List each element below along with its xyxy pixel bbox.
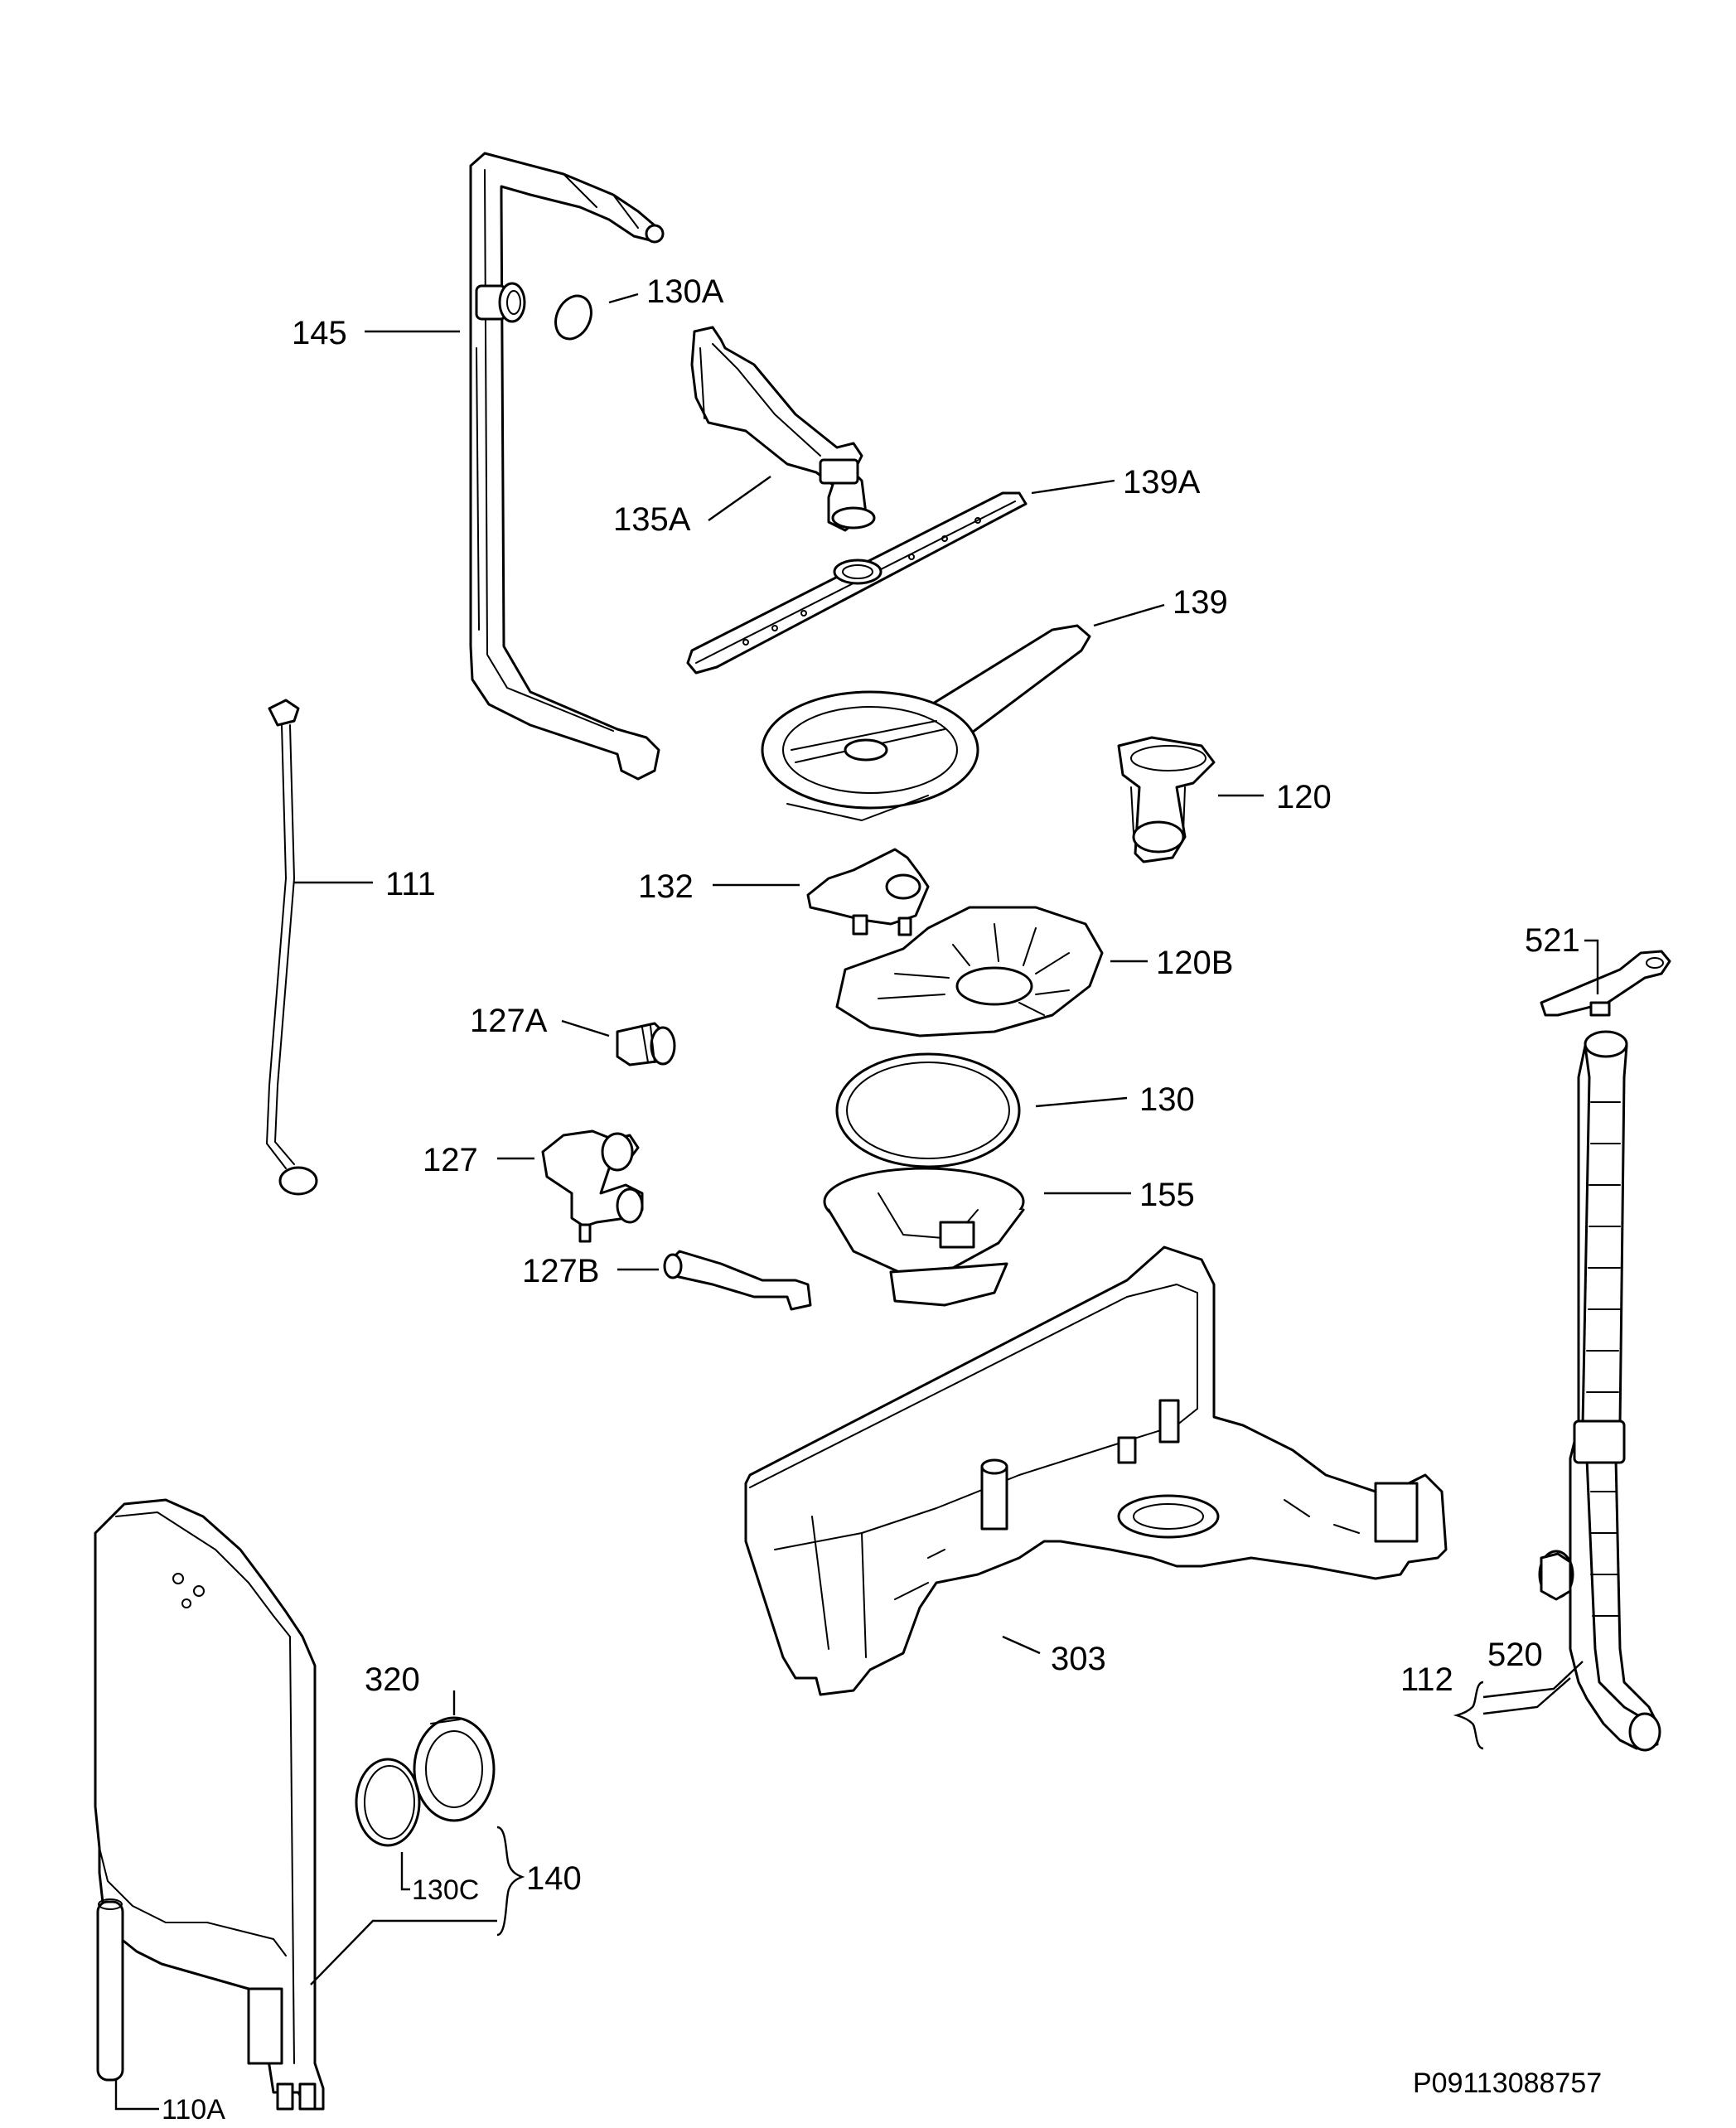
part-521-hanger bbox=[1540, 950, 1671, 1017]
part-130A-o-ring bbox=[554, 294, 592, 341]
part-110A-tube bbox=[96, 1898, 124, 2082]
part-320-seal bbox=[413, 1716, 496, 1822]
label-130A: 130A bbox=[646, 273, 724, 310]
label-139A: 139A bbox=[1123, 464, 1201, 501]
leader-lines bbox=[114, 293, 1599, 2111]
label-127B: 127B bbox=[522, 1253, 599, 1289]
part-139A-upper-spray-arm bbox=[686, 491, 1028, 675]
label-111: 111 bbox=[385, 866, 436, 902]
part-140-water-softener bbox=[94, 1498, 325, 2111]
label-130C: 130C bbox=[412, 1874, 479, 1906]
part-127B-hose bbox=[663, 1250, 812, 1311]
label-132: 132 bbox=[638, 868, 694, 905]
label-110A: 110A bbox=[162, 2094, 225, 2126]
label-127: 127 bbox=[423, 1142, 478, 1178]
label-127A: 127A bbox=[470, 1003, 548, 1039]
label-130: 130 bbox=[1139, 1081, 1195, 1118]
part-139-lower-spray-arm bbox=[761, 624, 1091, 821]
part-303-base bbox=[744, 1245, 1448, 1696]
label-120B: 120B bbox=[1156, 945, 1233, 981]
label-520: 520 bbox=[1487, 1637, 1543, 1673]
label-320: 320 bbox=[365, 1661, 420, 1698]
part-520-drain-fitting bbox=[1538, 1550, 1574, 1601]
part-127A-coupling bbox=[616, 1022, 676, 1066]
part-120-filter bbox=[1117, 736, 1216, 863]
label-120: 120 bbox=[1276, 779, 1332, 815]
part-130C-o-ring bbox=[355, 1758, 421, 1847]
reference-code: P09113088757 bbox=[1413, 2068, 1602, 2099]
part-155-sump bbox=[823, 1167, 1025, 1307]
label-140: 140 bbox=[526, 1860, 582, 1897]
label-135A: 135A bbox=[613, 501, 691, 538]
part-112-drain-hose bbox=[1569, 1030, 1661, 1752]
label-155: 155 bbox=[1139, 1177, 1195, 1213]
part-145-supply-tube bbox=[469, 152, 665, 781]
part-120B-filter-plate bbox=[835, 906, 1104, 1037]
label-112: 112 bbox=[1400, 1661, 1453, 1698]
label-303: 303 bbox=[1051, 1641, 1106, 1677]
part-127-elbow bbox=[541, 1129, 644, 1243]
label-521: 521 bbox=[1525, 922, 1580, 959]
part-135A-arm-holder bbox=[690, 326, 876, 532]
part-132-valve bbox=[806, 848, 930, 936]
part-111-cable bbox=[266, 699, 318, 1196]
part-130-seal-ring bbox=[835, 1052, 1021, 1168]
label-139: 139 bbox=[1173, 584, 1228, 621]
part-labels: 145 130A 135A 139A 139 111 120 132 120B … bbox=[162, 273, 1602, 2126]
label-145: 145 bbox=[292, 315, 347, 351]
